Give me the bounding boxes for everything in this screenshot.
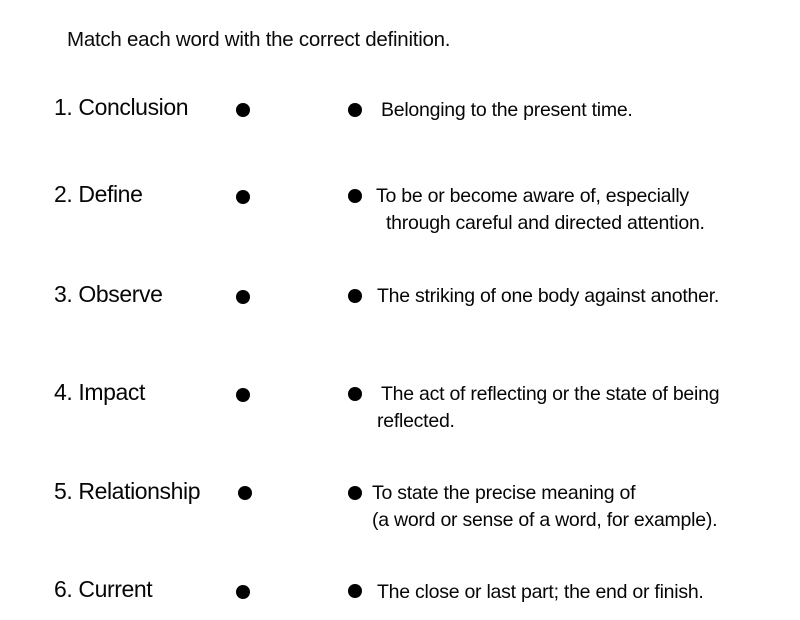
- definition-line: Belonging to the present time.: [381, 99, 633, 121]
- definition-bullet-6[interactable]: [348, 584, 362, 598]
- definition-line: The act of reflecting or the state of be…: [381, 383, 720, 405]
- definition-text-4: The act of reflecting or the state of be…: [377, 381, 793, 435]
- definition-line: The close or last part; the end or finis…: [377, 581, 704, 603]
- definition-bullet-2[interactable]: [348, 189, 362, 203]
- term-bullet-2[interactable]: [236, 190, 250, 204]
- term-label-6: 6. Current: [54, 576, 153, 602]
- definition-line: through careful and directed attention.: [386, 212, 705, 234]
- term-label-1: 1. Conclusion: [54, 94, 189, 120]
- term-bullet-5[interactable]: [238, 486, 252, 500]
- definition-bullet-1[interactable]: [348, 103, 362, 117]
- definition-line: To be or become aware of, especially: [376, 185, 689, 207]
- term-label-4: 4. Impact: [54, 379, 145, 405]
- term-bullet-1[interactable]: [236, 103, 250, 117]
- definition-bullet-4[interactable]: [348, 387, 362, 401]
- definition-line: (a word or sense of a word, for example)…: [372, 509, 718, 531]
- term-bullet-6[interactable]: [236, 585, 250, 599]
- term-bullet-4[interactable]: [236, 388, 250, 402]
- definition-line: reflected.: [377, 410, 455, 432]
- term-label-2: 2. Define: [54, 181, 143, 207]
- definition-text-2: To be or become aware of, especially thr…: [376, 183, 792, 237]
- instruction-text: Match each word with the correct definit…: [67, 28, 451, 51]
- definition-line: The striking of one body against another…: [377, 285, 720, 307]
- definition-bullet-5[interactable]: [348, 486, 362, 500]
- term-bullet-3[interactable]: [236, 290, 250, 304]
- definition-text-5: To state the precise meaning of (a word …: [372, 480, 788, 534]
- definition-text-1: Belonging to the present time.: [381, 97, 797, 124]
- definition-line: To state the precise meaning of: [372, 482, 636, 504]
- term-label-5: 5. Relationship: [54, 478, 201, 504]
- definition-text-3: The striking of one body against another…: [377, 283, 793, 310]
- definition-text-6: The close or last part; the end or finis…: [377, 579, 793, 606]
- definition-bullet-3[interactable]: [348, 289, 362, 303]
- term-label-3: 3. Observe: [54, 281, 163, 307]
